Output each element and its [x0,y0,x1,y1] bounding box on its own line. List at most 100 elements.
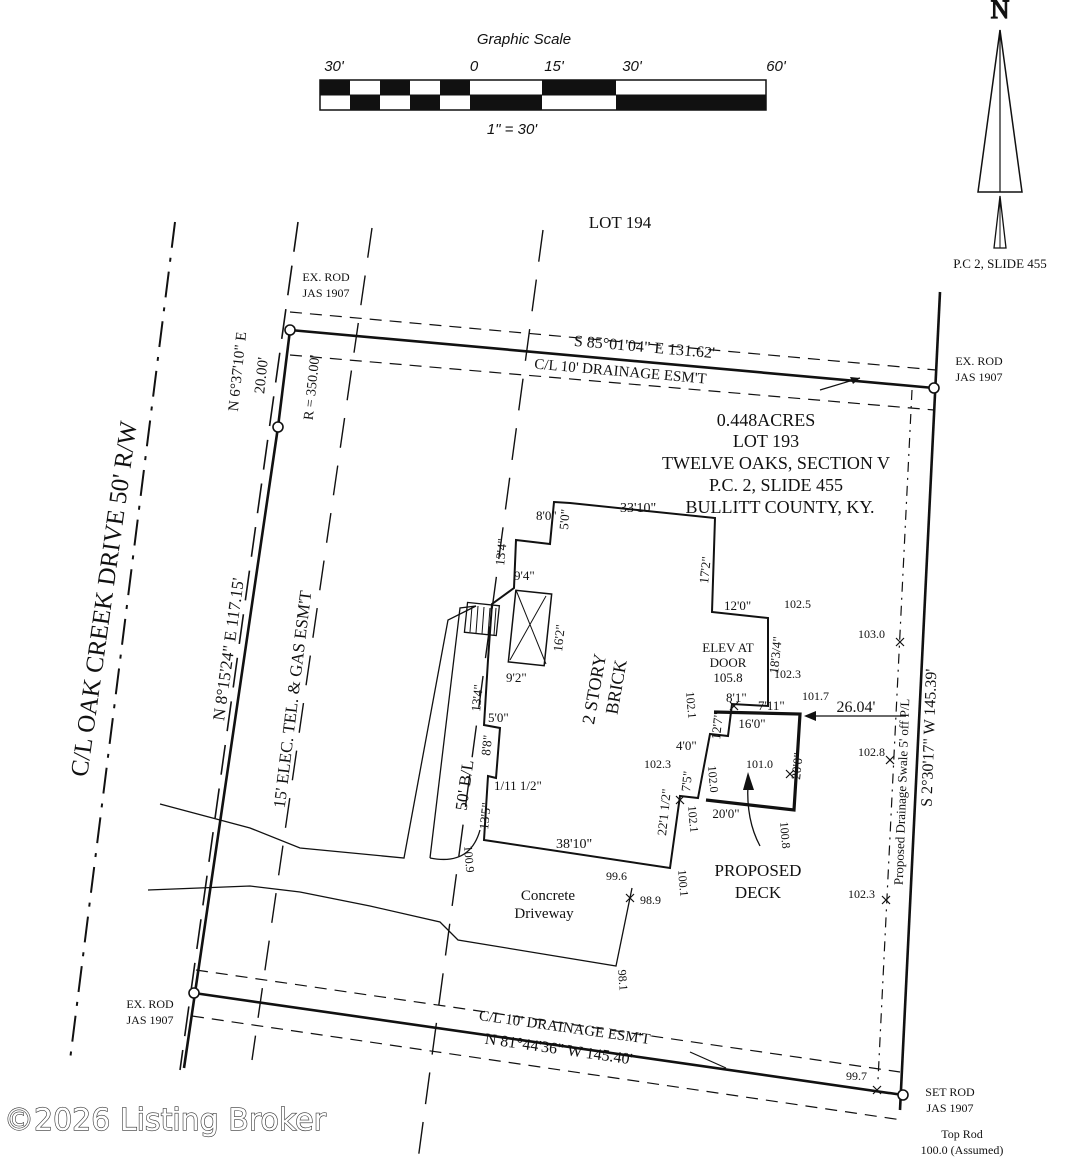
dimension-label: 22'1 1/2" [654,788,674,836]
leader-arrowhead [850,377,860,384]
road-centerline [69,221,176,1061]
dimension-label: 12'0" [724,598,751,613]
rod-marker [928,382,940,394]
proposed-deck: 16'0" 20'0" 20'0" PROPOSED DECK 26.04' [705,699,906,902]
deck-label: PROPOSED [715,861,802,880]
corner-label-ne: JAS 1907 [955,370,1002,384]
elevation-label: 98.1 [615,969,631,991]
dimension-label: 13'5" [476,802,494,831]
walkway-curve [429,829,481,861]
deck-offset-label: 26.04' [837,699,876,716]
drainage-swale-line [877,389,913,1081]
elevation-label: 101.7 [802,689,829,703]
driveway-label: Concrete [521,888,575,904]
corner-label-nw: JAS 1907 [302,286,349,300]
dimension-label: 12'7" [708,712,726,741]
stairs [463,601,501,637]
corner-label-se: SET ROD [925,1085,975,1099]
driveway-label: Driveway [514,906,574,922]
easement-line-west [251,227,373,1061]
scale-ratio: 1" = 30' [487,121,538,138]
west-property-line [182,426,280,1069]
road-label: C/L OAK CREEK DRIVE 50' R/W [66,419,143,778]
spot-marks [625,637,905,1095]
porch-box [507,589,553,667]
dimension-label: 7'11" [758,698,785,713]
dimension-label: 13'4" [468,684,486,713]
corner-label-nw: EX. ROD [302,270,350,284]
dimension-label: 7'5" [678,770,695,792]
north-letter: N [991,0,1010,24]
deck-outline [705,710,802,812]
dimension-label: 16'2" [550,624,568,653]
dimension-label: 17'2" [696,556,714,585]
dimension-label: 8'1" [726,690,747,705]
right-of-way-dashed [179,221,299,1071]
elevation-label: 102.1 [683,691,699,719]
scale-title: Graphic Scale [477,31,571,48]
elevation-label: 100.1 [675,869,691,897]
elevation-label: 101.0 [746,757,773,771]
deck-leader [747,783,761,847]
north-reference: P.C 2, SLIDE 455 [953,256,1047,271]
swale-label: Proposed Drainage Swale 5' off P/L [891,698,913,885]
west-easement-label: 15' ELEC. TEL. & GAS ESM'T [270,589,316,809]
dimension-label: 8'0" [536,508,557,523]
curve-bearing-label: N 6°37'10" E [226,331,250,412]
dimension-label: 18'3/4" [766,636,785,675]
scale-tick-label: 30' [324,58,345,75]
corner-label-se: JAS 1907 [926,1101,973,1115]
lot-info-block: 0.448ACRES LOT 193 TWELVE OAKS, SECTION … [662,410,890,517]
lot-county: BULLITT COUNTY, KY. [685,497,874,517]
north-property-line [289,328,935,390]
scale-bar [319,79,767,111]
deck-label: DECK [735,883,782,902]
corner-label-ne: EX. ROD [955,354,1003,368]
elevation-label: 102.1 [685,805,701,833]
leader-arrow [689,1051,727,1069]
dimension-label: 4'0" [676,738,697,753]
west-bearing-label: N 8°15'24" E 117.15' [209,577,248,722]
curve-radius-label: R = 350.00' [302,354,324,420]
stair-treads [469,605,497,636]
north-easement-line [289,354,935,411]
corner-label-sw: JAS 1907 [126,1013,173,1027]
top-rod-label: 100.0 (Assumed) [921,1143,1004,1157]
graphic-scale: Graphic Scale 30' 0 15' 30' 60' 1" = 30' [319,31,787,138]
lot-subdivision: TWELVE OAKS, SECTION V [662,453,890,473]
scale-tick-label: 0 [470,58,479,75]
house-footprint [463,500,769,870]
spot-elevations: 102.5 102.1 102.3 101.7 102.3 102.0 101.… [461,597,885,1083]
rod-marker [188,987,200,999]
lot-number: LOT 193 [733,431,799,451]
rod-marker [897,1089,909,1101]
lot-boundary [182,291,942,1121]
walkway-inner [429,605,477,859]
walkway-outline [159,605,477,859]
dimension-label: 8'8" [478,734,495,756]
house-dimensions: 8'0" 5'0" 33'10" 13'4" 17'2" 12'0" 18'3/… [468,501,785,852]
elevation-label: 102.3 [848,887,875,901]
offset-arrowhead [804,711,816,721]
scale-tick-label: 30' [622,58,643,75]
north-easement-line [289,311,937,371]
elevation-label: 102.3 [774,667,801,681]
elevation-label: 99.7 [846,1069,867,1083]
curve-length-label: 20.00' [252,356,272,394]
dimension-label: 5'0" [488,710,509,725]
dimension-label: 9'4" [514,568,535,583]
deck-leader-arrowhead [743,772,754,790]
lot-plat: P.C. 2, SLIDE 455 [709,475,843,495]
elevation-label: 102.5 [784,597,811,611]
dimension-label: 5'0" [556,508,573,530]
dimension-label: 13'4" [492,538,510,567]
elevation-label: 99.6 [606,869,627,883]
east-bearing-label: S 2°30'17" W 145.39' [919,668,941,807]
door-elev-label: DOOR [710,655,747,670]
scale-tick-label: 60' [766,58,787,75]
door-elev-value: 105.8 [713,670,742,685]
lot-area: 0.448ACRES [717,410,816,430]
elevation-label: 102.8 [858,745,885,759]
top-rod-label: Top Rod [941,1127,983,1141]
